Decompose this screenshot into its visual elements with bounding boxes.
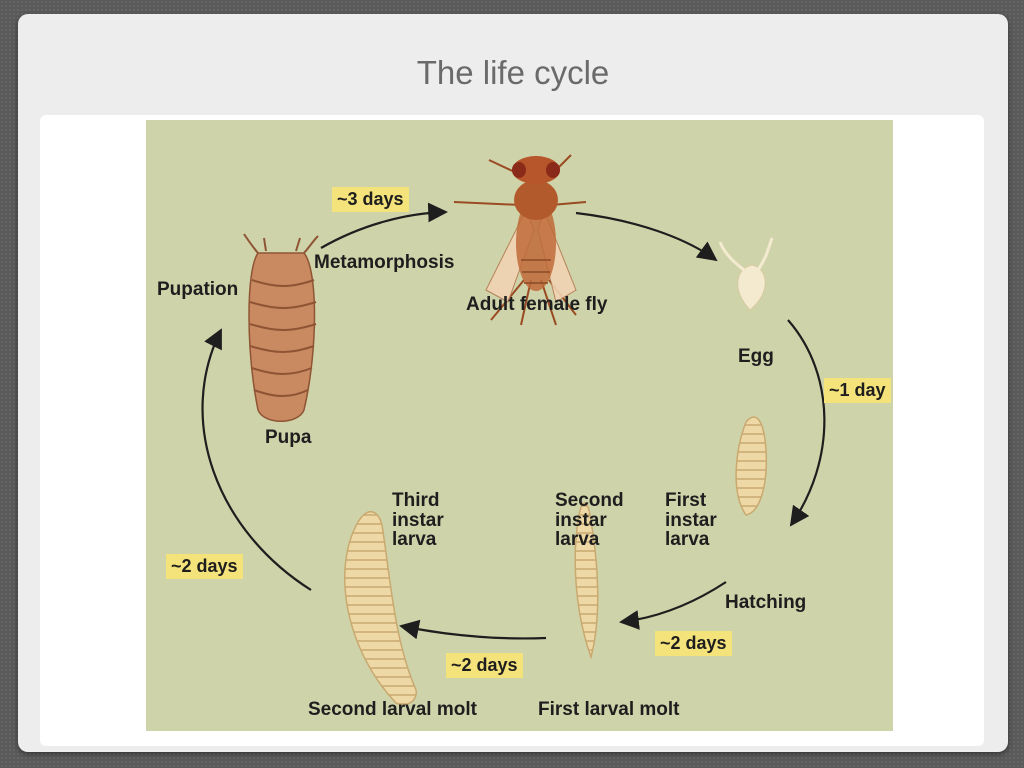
duration-tag-egg: ~1 day [824,378,891,403]
label-metamorphosis: Metamorphosis [314,252,455,273]
arrow-first-to-second-molt [399,619,547,640]
label-adult-female-fly: Adult female fly [466,294,608,315]
first-instar-larva-icon [735,416,768,516]
label-first-instar-larva: First instar larva [665,490,717,551]
label-egg: Egg [738,346,774,367]
slide: The life cycle [18,14,1008,752]
label-pupa: Pupa [265,427,312,448]
diagram-graphics [201,154,826,706]
life-cycle-diagram: Adult female fly Egg First instar larva … [146,120,893,731]
duration-tag-first-instar: ~2 days [655,631,732,656]
egg-icon [718,237,774,311]
arrow-metamorphosis [320,202,448,249]
label-second-instar-larva: Second instar larva [555,490,624,551]
label-second-larval-molt: Second larval molt [308,699,477,720]
label-hatching: Hatching [725,592,807,613]
second-instar-larva-icon [574,502,599,660]
arrow-adult-to-egg [575,211,718,262]
label-pupation: Pupation [157,279,239,300]
duration-tag-metamorphosis: ~3 days [332,187,409,212]
label-third-instar-larva: Third instar larva [392,490,444,551]
pupa-icon [243,233,319,422]
duration-tag-second-instar: ~2 days [446,653,523,678]
duration-tag-third-instar: ~2 days [166,554,243,579]
slide-title: The life cycle [416,54,610,91]
adult-fly-icon [453,154,587,326]
third-instar-larva-icon [343,511,417,706]
arrow-to-pupation [201,328,312,591]
arrow-hatch-to-first-molt [619,581,727,630]
label-first-larval-molt: First larval molt [538,699,680,720]
arrow-egg-to-hatch [787,319,826,527]
